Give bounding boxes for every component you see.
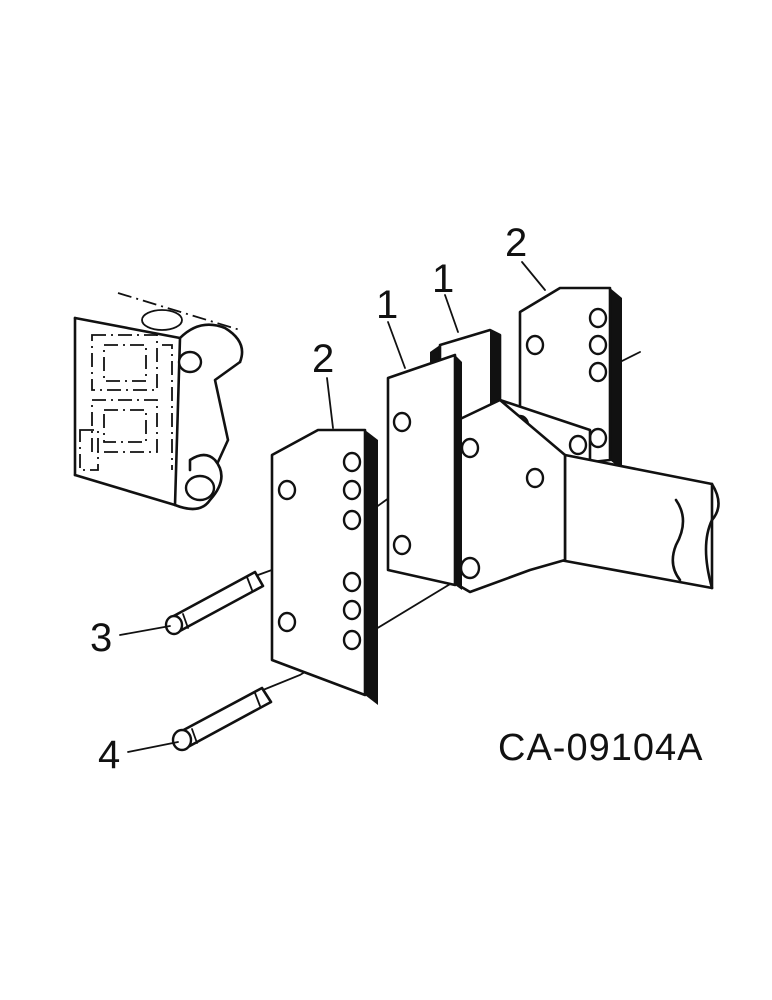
figure-code: CA-09104A (498, 727, 703, 769)
leader-pin-lower (127, 741, 179, 753)
leader-pin-upper (119, 625, 171, 636)
callout-bracket-right: 2 (505, 221, 527, 265)
pin-upper (164, 570, 265, 636)
leader-plate-back (444, 294, 459, 333)
callout-pin-upper: 3 (90, 616, 112, 660)
tractor-frame (73, 292, 244, 511)
leader-plate-front (387, 321, 406, 369)
bracket-left (270, 428, 378, 705)
callout-plate-back: 1 (432, 257, 454, 301)
callout-pin-lower: 4 (98, 733, 120, 777)
leader-bracket-left (326, 377, 334, 429)
callout-plate-front: 1 (376, 283, 398, 327)
callout-bracket-left: 2 (312, 337, 334, 381)
lower-pin-centerline (257, 571, 471, 693)
leader-bracket-right (521, 261, 546, 291)
plate-front (386, 353, 462, 590)
pin-lower (171, 686, 273, 752)
